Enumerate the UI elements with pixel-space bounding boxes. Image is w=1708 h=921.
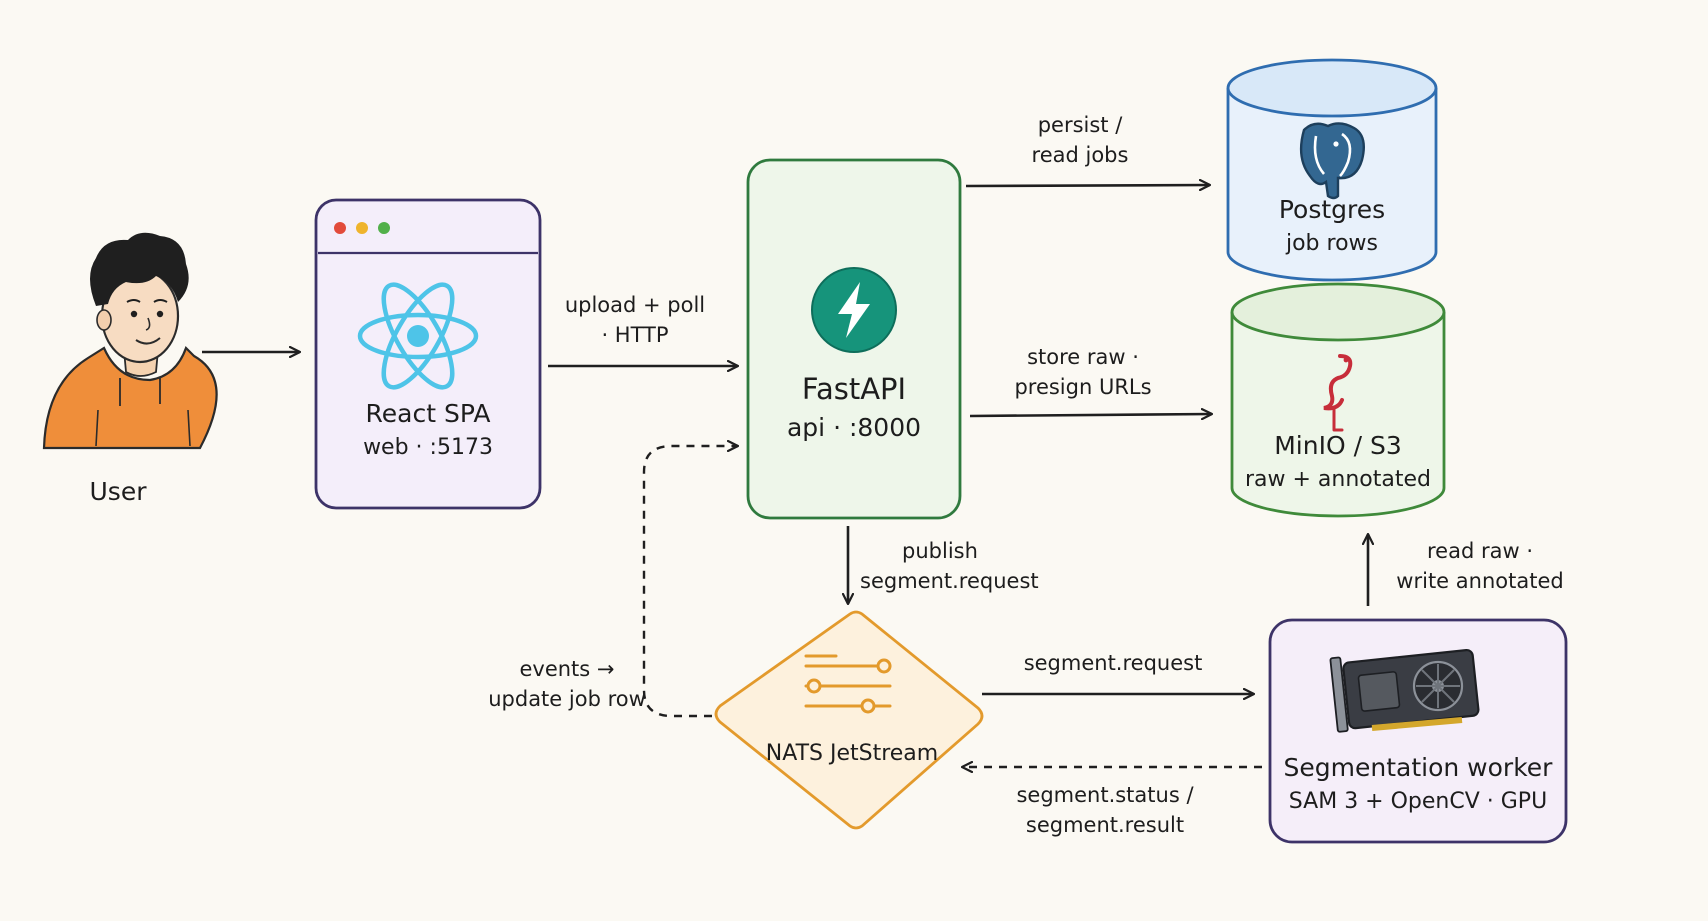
- nats-title: NATS JetStream: [765, 741, 939, 766]
- window-maximize-dot: [378, 222, 390, 234]
- nats-node: [714, 610, 984, 830]
- react-spa-title: React SPA: [365, 399, 491, 428]
- edge-nats-to-api-dashed: [642, 446, 738, 718]
- edge-label-api-to-nats: publish segment.request: [860, 539, 1039, 594]
- postgres-subtitle: job rows: [1285, 231, 1378, 257]
- edge-api-to-minio: [969, 414, 1212, 416]
- react-spa-label: React SPA web · :5173: [316, 396, 540, 464]
- fastapi-label: FastAPI api · :8000: [748, 368, 960, 446]
- window-minimize-dot: [356, 222, 368, 234]
- minio-title: MinIO / S3: [1274, 431, 1402, 460]
- react-spa-node: [314, 198, 542, 510]
- worker-label: Segmentation worker SAM 3 + OpenCV · GPU: [1270, 750, 1566, 818]
- edge-label-react-to-api: upload + poll · HTTP: [564, 293, 706, 348]
- minio-flamingo-icon: [1323, 354, 1353, 432]
- worker-subtitle: SAM 3 + OpenCV · GPU: [1288, 789, 1548, 815]
- window-close-dot: [334, 222, 346, 234]
- user-avatar-icon: [42, 232, 218, 450]
- edge-label-nats-to-api: events → update job row: [488, 657, 646, 712]
- minio-label: MinIO / S3 raw + annotated: [1232, 428, 1444, 496]
- edge-label-worker-to-nats: segment.status / segment.result: [1016, 783, 1194, 838]
- edge-api-to-postgres: [965, 185, 1210, 186]
- gpu-card-icon: [1329, 648, 1480, 733]
- postgres-elephant-icon: [1299, 122, 1365, 200]
- edge-label-nats-to-worker: segment.request: [1023, 651, 1203, 675]
- user-label: User: [89, 477, 147, 506]
- worker-title: Segmentation worker: [1283, 753, 1553, 782]
- postgres-label: Postgres job rows: [1228, 192, 1436, 260]
- react-icon: [357, 282, 479, 390]
- fastapi-subtitle: api · :8000: [786, 413, 922, 443]
- nats-sliders-icon: [804, 654, 892, 714]
- fastapi-title: FastAPI: [801, 372, 907, 406]
- react-spa-subtitle: web · :5173: [363, 435, 493, 461]
- edge-label-api-to-postgres: persist / read jobs: [1031, 113, 1129, 168]
- edge-label-worker-to-minio: read raw · write annotated: [1396, 539, 1564, 594]
- postgres-title: Postgres: [1278, 195, 1386, 224]
- edge-label-api-to-minio: store raw · presign URLs: [1014, 345, 1152, 400]
- minio-subtitle: raw + annotated: [1244, 467, 1431, 493]
- minio-node: [1230, 282, 1446, 518]
- fastapi-bolt-icon: [811, 267, 897, 353]
